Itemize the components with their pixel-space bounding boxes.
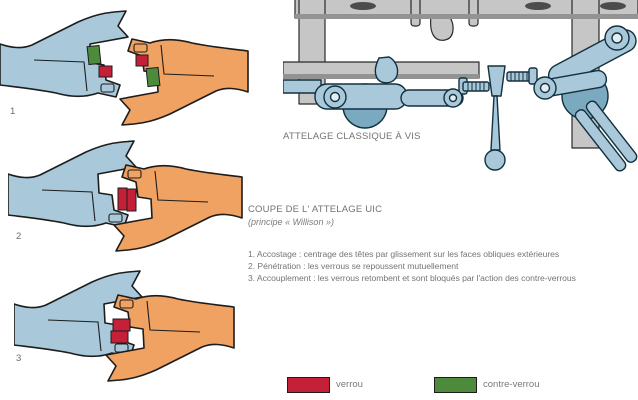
uic-section-subtitle: (principe « Willison ») [248, 217, 334, 227]
beam-slots [350, 2, 626, 10]
lever-ball-handle [484, 149, 506, 171]
eye-holes [329, 32, 623, 103]
step-accostage: 1. Accostage : centrage des têtes par gl… [248, 249, 560, 259]
legend-label-contre-verrou: contre-verrou [483, 379, 540, 390]
contre-verrou-bar [86, 44, 102, 66]
stage-1-number: 1 [10, 106, 16, 117]
contre-verrou-bar [145, 66, 161, 88]
classic-coupling-caption: ATTELAGE CLASSIQUE À VIS [283, 131, 421, 142]
stage-3-diagram [14, 270, 235, 382]
coupler-head-blue [14, 270, 143, 358]
tensioning-lever [490, 95, 501, 151]
step-penetration: 2. Pénétration : les verrous se repousse… [248, 261, 459, 271]
coupler-head-orange [119, 38, 249, 126]
legend-swatch-verrou [287, 377, 330, 393]
legend-label-verrou: verrou [336, 379, 363, 390]
verrou-bar [112, 318, 131, 332]
coupling-linkage-group [283, 25, 638, 172]
coupler-head-blue [8, 140, 137, 228]
verrou-bar [110, 330, 129, 344]
legend-swatch-contre-verrou [434, 377, 477, 393]
screw-coupling-drawing [283, 0, 638, 172]
verrou-bar [117, 187, 128, 211]
coupler-head-blue [0, 10, 129, 98]
hook-flange [410, 0, 421, 27]
stage-1-diagram [0, 10, 249, 126]
center-hook [430, 15, 454, 41]
verrou-bar [126, 188, 137, 212]
hook-claw [374, 56, 399, 84]
stage-3-number: 3 [16, 353, 22, 364]
stage-2-diagram [8, 140, 243, 252]
screw-nut [528, 67, 538, 85]
turnbuckle-swivel [487, 65, 506, 97]
uic-section-title: COUPE DE L' ATTELAGE UIC [248, 204, 383, 215]
hook-flange [468, 0, 479, 27]
safety-chain-links [574, 100, 638, 172]
stage-2-number: 2 [16, 231, 22, 242]
verrou-bar [135, 54, 149, 67]
verrou-bar [98, 65, 113, 78]
step-accouplement: 3. Accouplement : les verrous retombent … [248, 273, 576, 283]
